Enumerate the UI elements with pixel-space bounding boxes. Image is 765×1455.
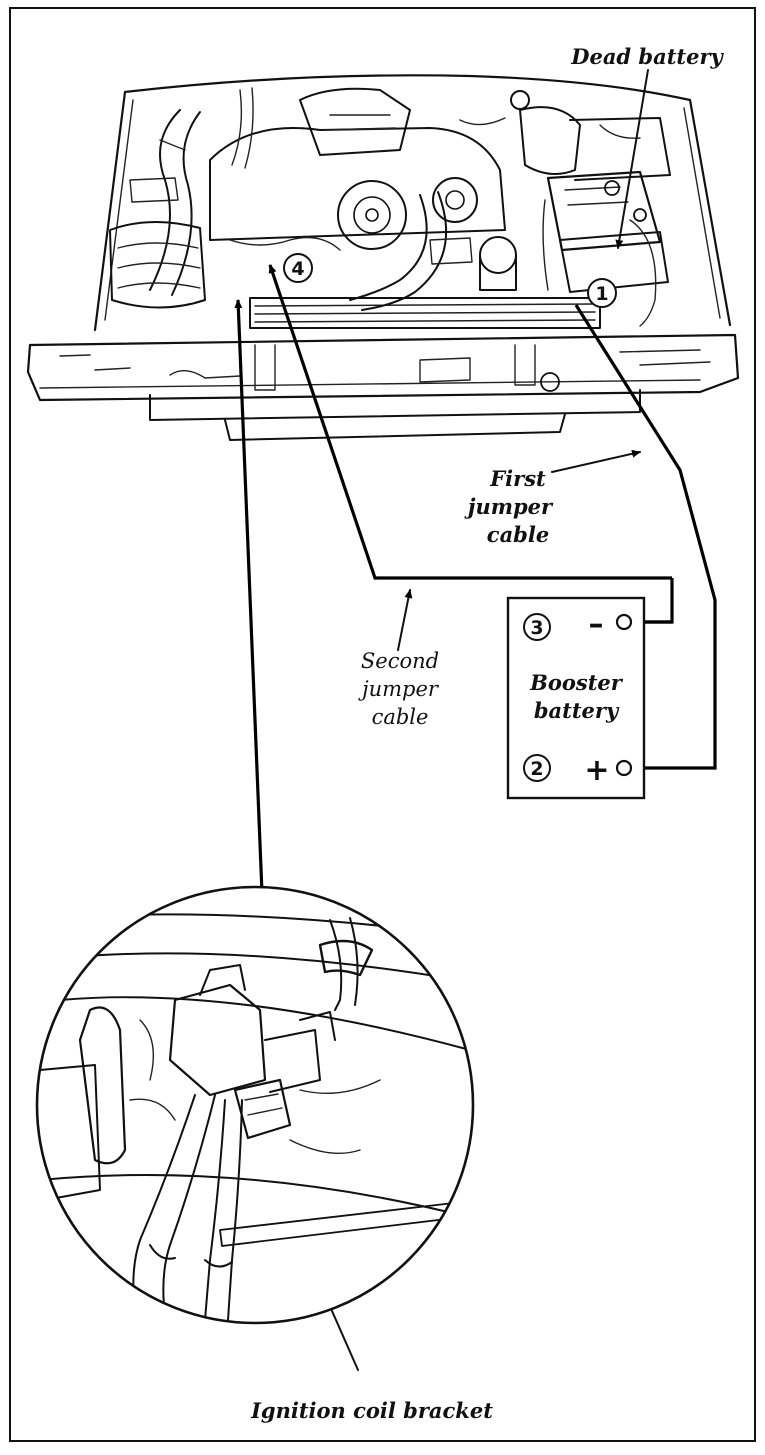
positive-terminal-sign: +: [584, 753, 609, 788]
second-cable-leader: [397, 589, 413, 651]
diagram-border: [9, 7, 756, 1442]
first-cable-label-line3: cable: [487, 522, 549, 547]
step-marker-2: 2: [523, 754, 551, 782]
first-cable-leader: [551, 449, 641, 473]
dead-battery-leader: [615, 69, 649, 249]
first-jumper-cable: [574, 304, 717, 772]
booster-label-line2: battery: [534, 698, 620, 723]
step-marker-4: 4: [283, 253, 313, 283]
first-cable-label-line1: First: [489, 466, 546, 491]
dead-battery-label: Dead battery: [570, 44, 724, 69]
booster-label-line1: Booster: [529, 670, 624, 695]
engine-bay-illustration: [26, 74, 740, 441]
ignition-coil-bracket-label: Ignition coil bracket: [250, 1398, 493, 1423]
svg-text:1: 1: [595, 283, 608, 305]
second-jumper-cable: [270, 265, 674, 624]
detail-callout-arrow: [234, 299, 264, 894]
first-cable-label-line2: jumper: [464, 494, 554, 519]
svg-text:3: 3: [530, 617, 543, 639]
positive-terminal: [615, 759, 633, 777]
step-marker-1: 1: [587, 278, 617, 308]
ignition-coil-detail-view: [35, 885, 475, 1325]
svg-text:4: 4: [291, 258, 304, 280]
negative-terminal-sign: –: [589, 607, 604, 642]
booster-battery: 3 – Booster battery 2 +: [506, 596, 646, 800]
negative-terminal: [615, 613, 633, 631]
step-marker-3: 3: [523, 613, 551, 641]
second-cable-label-line3: cable: [372, 705, 429, 729]
second-cable-label-line2: jumper: [358, 677, 440, 701]
svg-text:2: 2: [530, 758, 543, 780]
second-cable-label-line1: Second: [361, 649, 439, 673]
